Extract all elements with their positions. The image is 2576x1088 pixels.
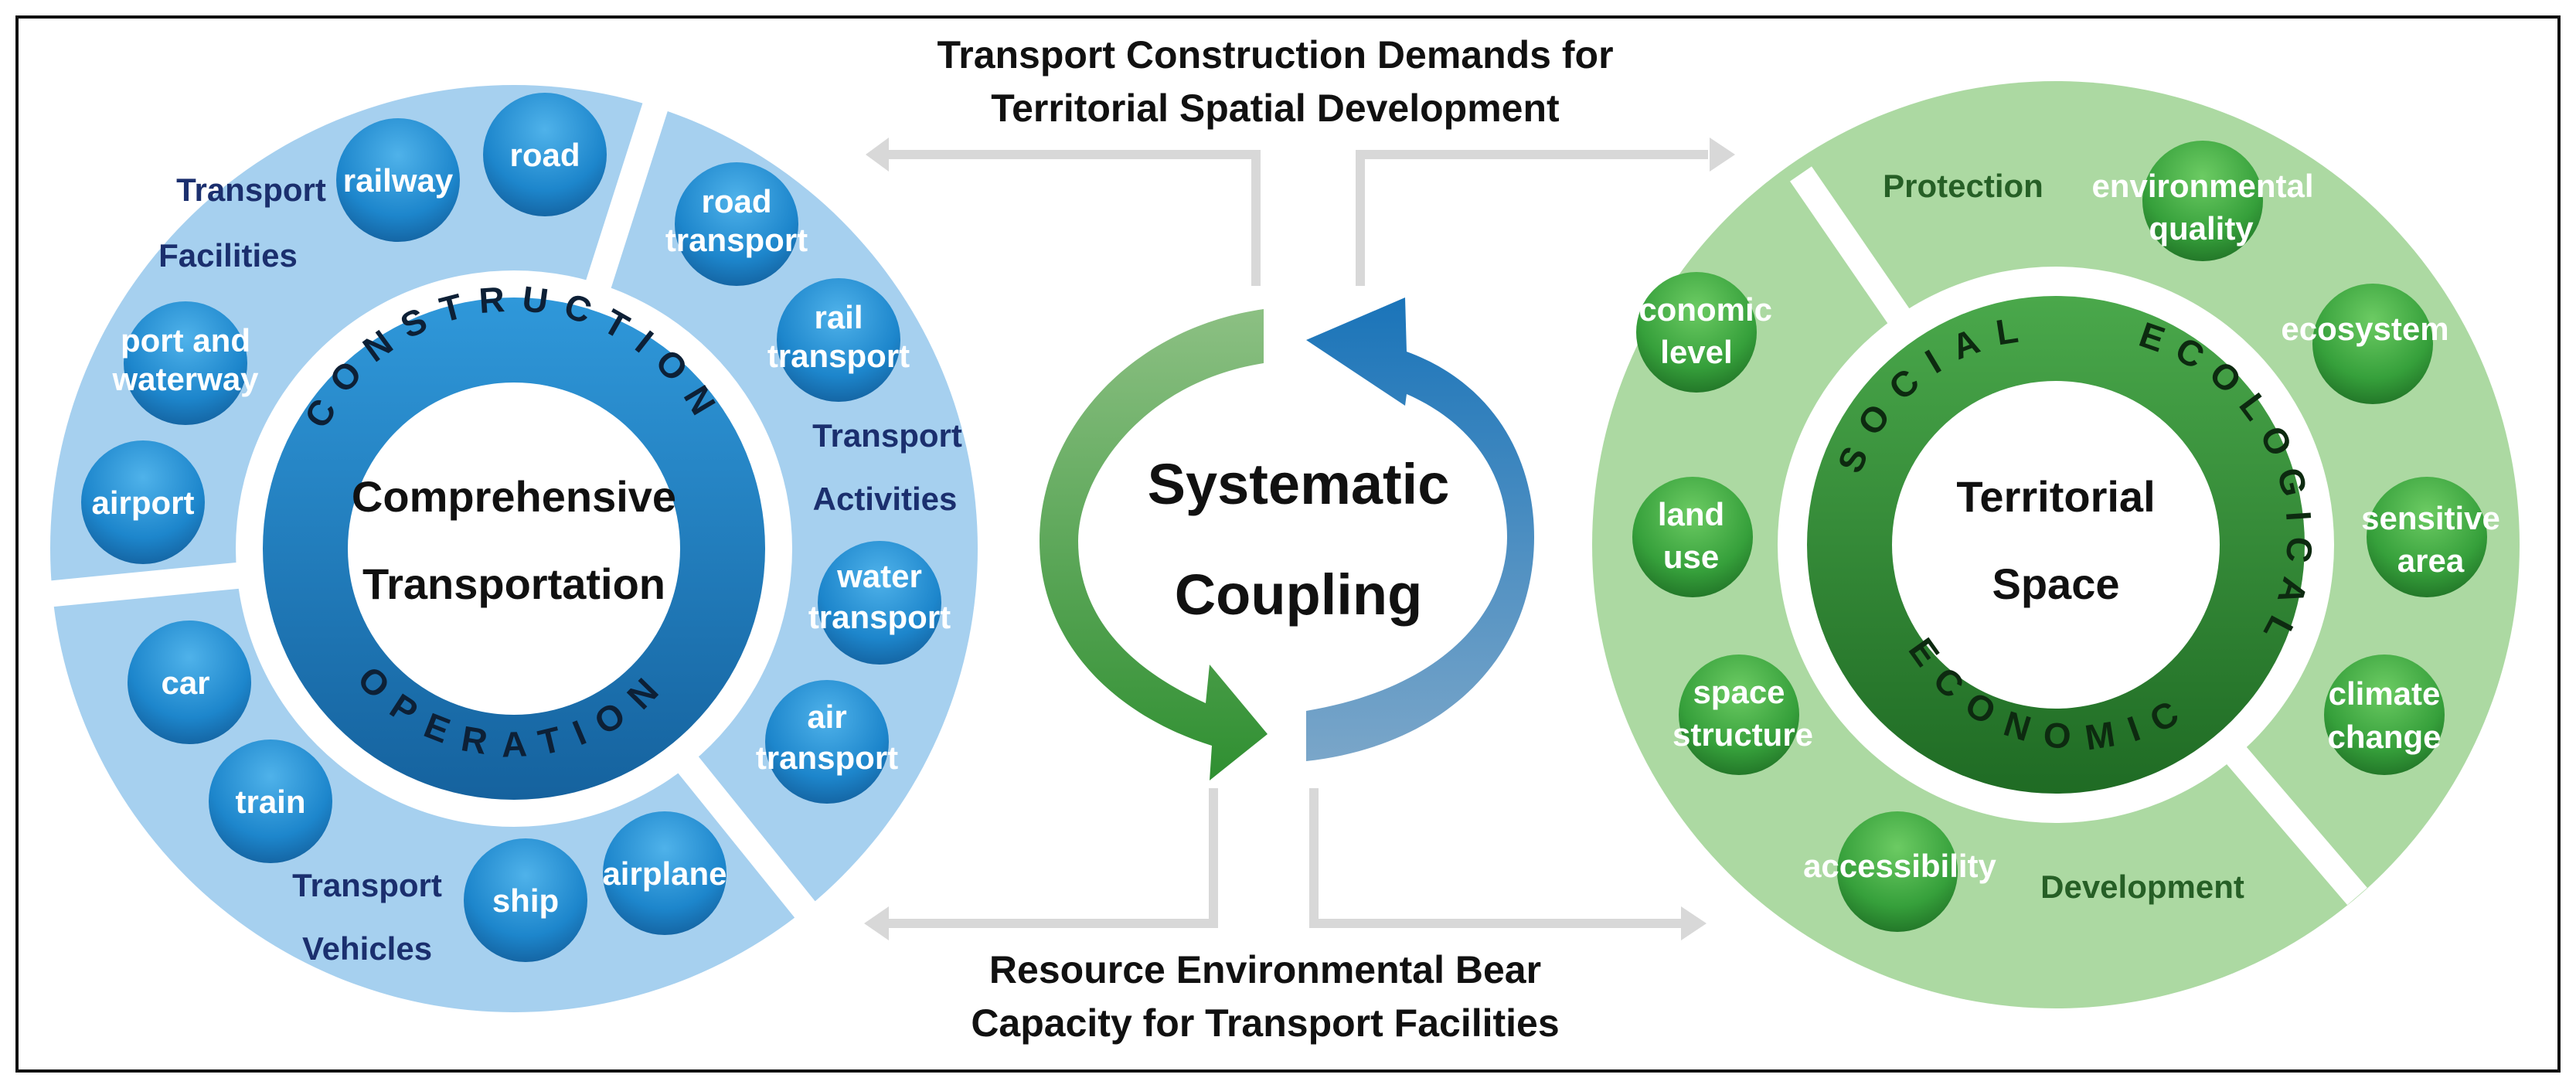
ball-env-quality-line2: quality [2149,210,2254,246]
ball-space-line1: space [1693,674,1785,710]
ball-air-transport-line1: air [807,699,846,735]
ball-space-line2: structure [1673,716,1813,753]
ball-accessibility-label: accessibility [1803,848,1996,884]
center-line2: Coupling [1175,563,1423,627]
ball-land-use: land use [1632,477,1753,597]
green-cycle-arrow [1040,309,1268,780]
ball-ecosystem-label: ecosystem [2281,311,2448,347]
ball-car-label: car [161,665,209,701]
bottom-caption-line1: Resource Environmental Bear [989,948,1541,991]
ball-road-label: road [509,137,580,173]
ball-port-waterway: port and waterway [111,301,259,425]
facilities-label-line1: Transport [176,172,326,208]
ball-rail-transport: rail transport [767,278,910,402]
ball-environmental-quality: environmental quality [2091,141,2314,261]
gray-arrow-bottom-left [889,788,1218,928]
ball-airplane: airplane [602,811,727,935]
bottom-caption-line2: Capacity for Transport Facilities [971,1001,1559,1045]
ball-airport-label: airport [91,484,194,521]
ball-env-quality-line1: environmental [2091,168,2313,204]
ball-climate-change: climate change [2324,654,2445,775]
vehicles-label-line1: Transport [292,867,442,903]
top-caption-line1: Transport Construction Demands for [937,33,1613,76]
ball-water-transport-line1: water [836,558,922,594]
ball-road: road [483,93,607,216]
ball-port-label-line2: waterway [111,361,259,397]
gray-arrowhead-bottom-left [864,906,889,940]
ball-train-label: train [235,784,305,820]
ball-climate-line2: change [2327,719,2441,755]
ball-ship: ship [464,838,587,962]
ball-rail-transport-line1: rail [814,299,863,335]
transport-system: CONSTRUCTION OPERATION Comprehensive Tra… [37,73,978,1012]
coupling-cycle: Systematic Coupling Transport Constructi… [864,33,1735,1045]
ball-economic-line1: economic [1621,291,1772,328]
top-caption-line2: Territorial Spatial Development [991,87,1560,130]
ball-space-structure: space structure [1673,654,1813,775]
territory-system: SOCIAL ECOLOGICAL ECONOMIC Territorial S… [1592,81,2520,1008]
ball-car: car [128,620,251,744]
ball-road-transport-line1: road [701,183,771,219]
transport-center-line2: Transportation [362,559,665,608]
gray-arrowhead-top-right [1710,138,1735,172]
ball-ecosystem: ecosystem [2281,284,2449,404]
ball-sensitive-line1: sensitive [2361,500,2500,536]
ball-sensitive-area: sensitive area [2361,477,2500,597]
development-label: Development [2040,869,2244,905]
protection-label: Protection [1883,168,2043,204]
ball-water-transport: water transport [808,541,951,665]
activities-label-line1: Transport [812,417,962,454]
ball-land-line2: use [1663,539,1719,575]
ball-train: train [209,740,332,863]
gray-arrowhead-top-left [866,138,889,172]
territory-center-line2: Space [1992,559,2120,608]
ball-airport: airport [81,440,205,564]
ball-ship-label: ship [492,882,559,919]
transport-center-line1: Comprehensive [352,472,676,521]
ball-airplane-label: airplane [602,855,727,892]
gray-arrow-top-right [1356,150,1708,286]
gray-arrow-bottom-right [1309,788,1681,928]
ball-railway: railway [336,118,460,242]
vehicles-label-line2: Vehicles [302,930,432,967]
ball-railway-label: railway [343,162,454,199]
transport-center-disc [348,382,680,715]
center-line1: Systematic [1148,452,1450,516]
territory-center-line1: Territorial [1956,472,2155,521]
blue-cycle-arrow [1306,298,1534,761]
ball-sensitive-line2: area [2397,542,2465,579]
ball-land-line1: land [1658,496,1724,532]
ball-economic-line2: level [1660,334,1732,370]
ball-port-label-line1: port and [121,322,250,359]
ball-accessibility: accessibility [1803,811,1997,932]
ball-rail-transport-line2: transport [767,338,910,374]
gray-arrow-top-left [869,150,1261,286]
territory-center-disc [1892,381,2220,709]
facilities-label-line2: Facilities [158,237,298,274]
ball-water-transport-line2: transport [808,599,951,635]
ball-road-transport: road transport [665,162,808,286]
gray-arrowhead-bottom-right [1681,906,1707,940]
ball-climate-line1: climate [2329,675,2441,712]
ball-road-transport-line2: transport [665,222,808,258]
ball-economic-level: economic level [1621,272,1772,393]
activities-label-line2: Activities [813,481,958,517]
ball-air-transport-line2: transport [756,740,898,776]
ball-air-transport: air transport [756,680,898,804]
